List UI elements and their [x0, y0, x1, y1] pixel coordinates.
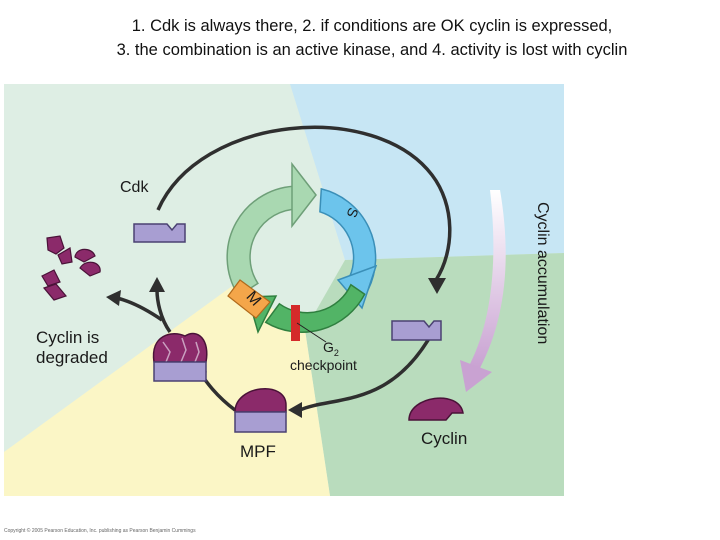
cdk-protein	[133, 223, 186, 243]
cdk-label: Cdk	[120, 179, 149, 196]
caption-line-2: 3. the combination is an active kinase, …	[116, 41, 628, 59]
checkpoint-label: checkpoint	[290, 357, 357, 373]
cyclin-accumulation-label: Cyclin accumulation	[534, 202, 551, 344]
arrowhead-into-cyclin	[428, 278, 446, 294]
cyclin-degraded-label-line2: degraded	[36, 348, 108, 367]
cyclin-fragments	[41, 235, 101, 301]
mpf-label: MPF	[240, 442, 276, 461]
g2-label: G2	[323, 339, 339, 358]
cyclin-to-mpf-arrow	[299, 321, 440, 412]
m-segment	[227, 279, 271, 319]
cyclin-degraded-label-line1: Cyclin is	[36, 328, 99, 347]
arrowhead-up	[149, 277, 165, 292]
g2-checkpoint-marker	[291, 305, 300, 341]
copyright-notice: Copyright © 2005 Pearson Education, Inc.…	[4, 528, 196, 534]
cyclin-protein	[408, 397, 464, 421]
arrowhead-into-mpf	[288, 402, 302, 418]
caption-line-1: 1. Cdk is always there, 2. if conditions…	[131, 17, 613, 35]
cdk-to-cyclin-arrow	[156, 125, 452, 281]
cyclin-accumulation-arrowhead	[460, 360, 492, 392]
cdk-protein-free	[391, 320, 442, 341]
checkpoint-pointer-line	[296, 322, 327, 343]
degrading-complex	[152, 332, 208, 382]
arrowhead-left	[106, 290, 121, 306]
g1-arrowhead	[291, 161, 317, 229]
degraded-up-arrow	[155, 289, 172, 334]
cyclin-label: Cyclin	[421, 429, 467, 448]
caption: 1. Cdk is always there, 2. if conditions…	[62, 14, 682, 62]
mpf-complex	[234, 388, 287, 433]
g2-segment	[264, 283, 366, 333]
region-m-phase	[4, 284, 330, 496]
g2-label-g: G	[323, 339, 334, 355]
cyclin-accumulation-arrow	[470, 190, 506, 368]
cell-cycle-ring	[226, 161, 378, 341]
g2-label-subscript: 2	[334, 348, 339, 358]
